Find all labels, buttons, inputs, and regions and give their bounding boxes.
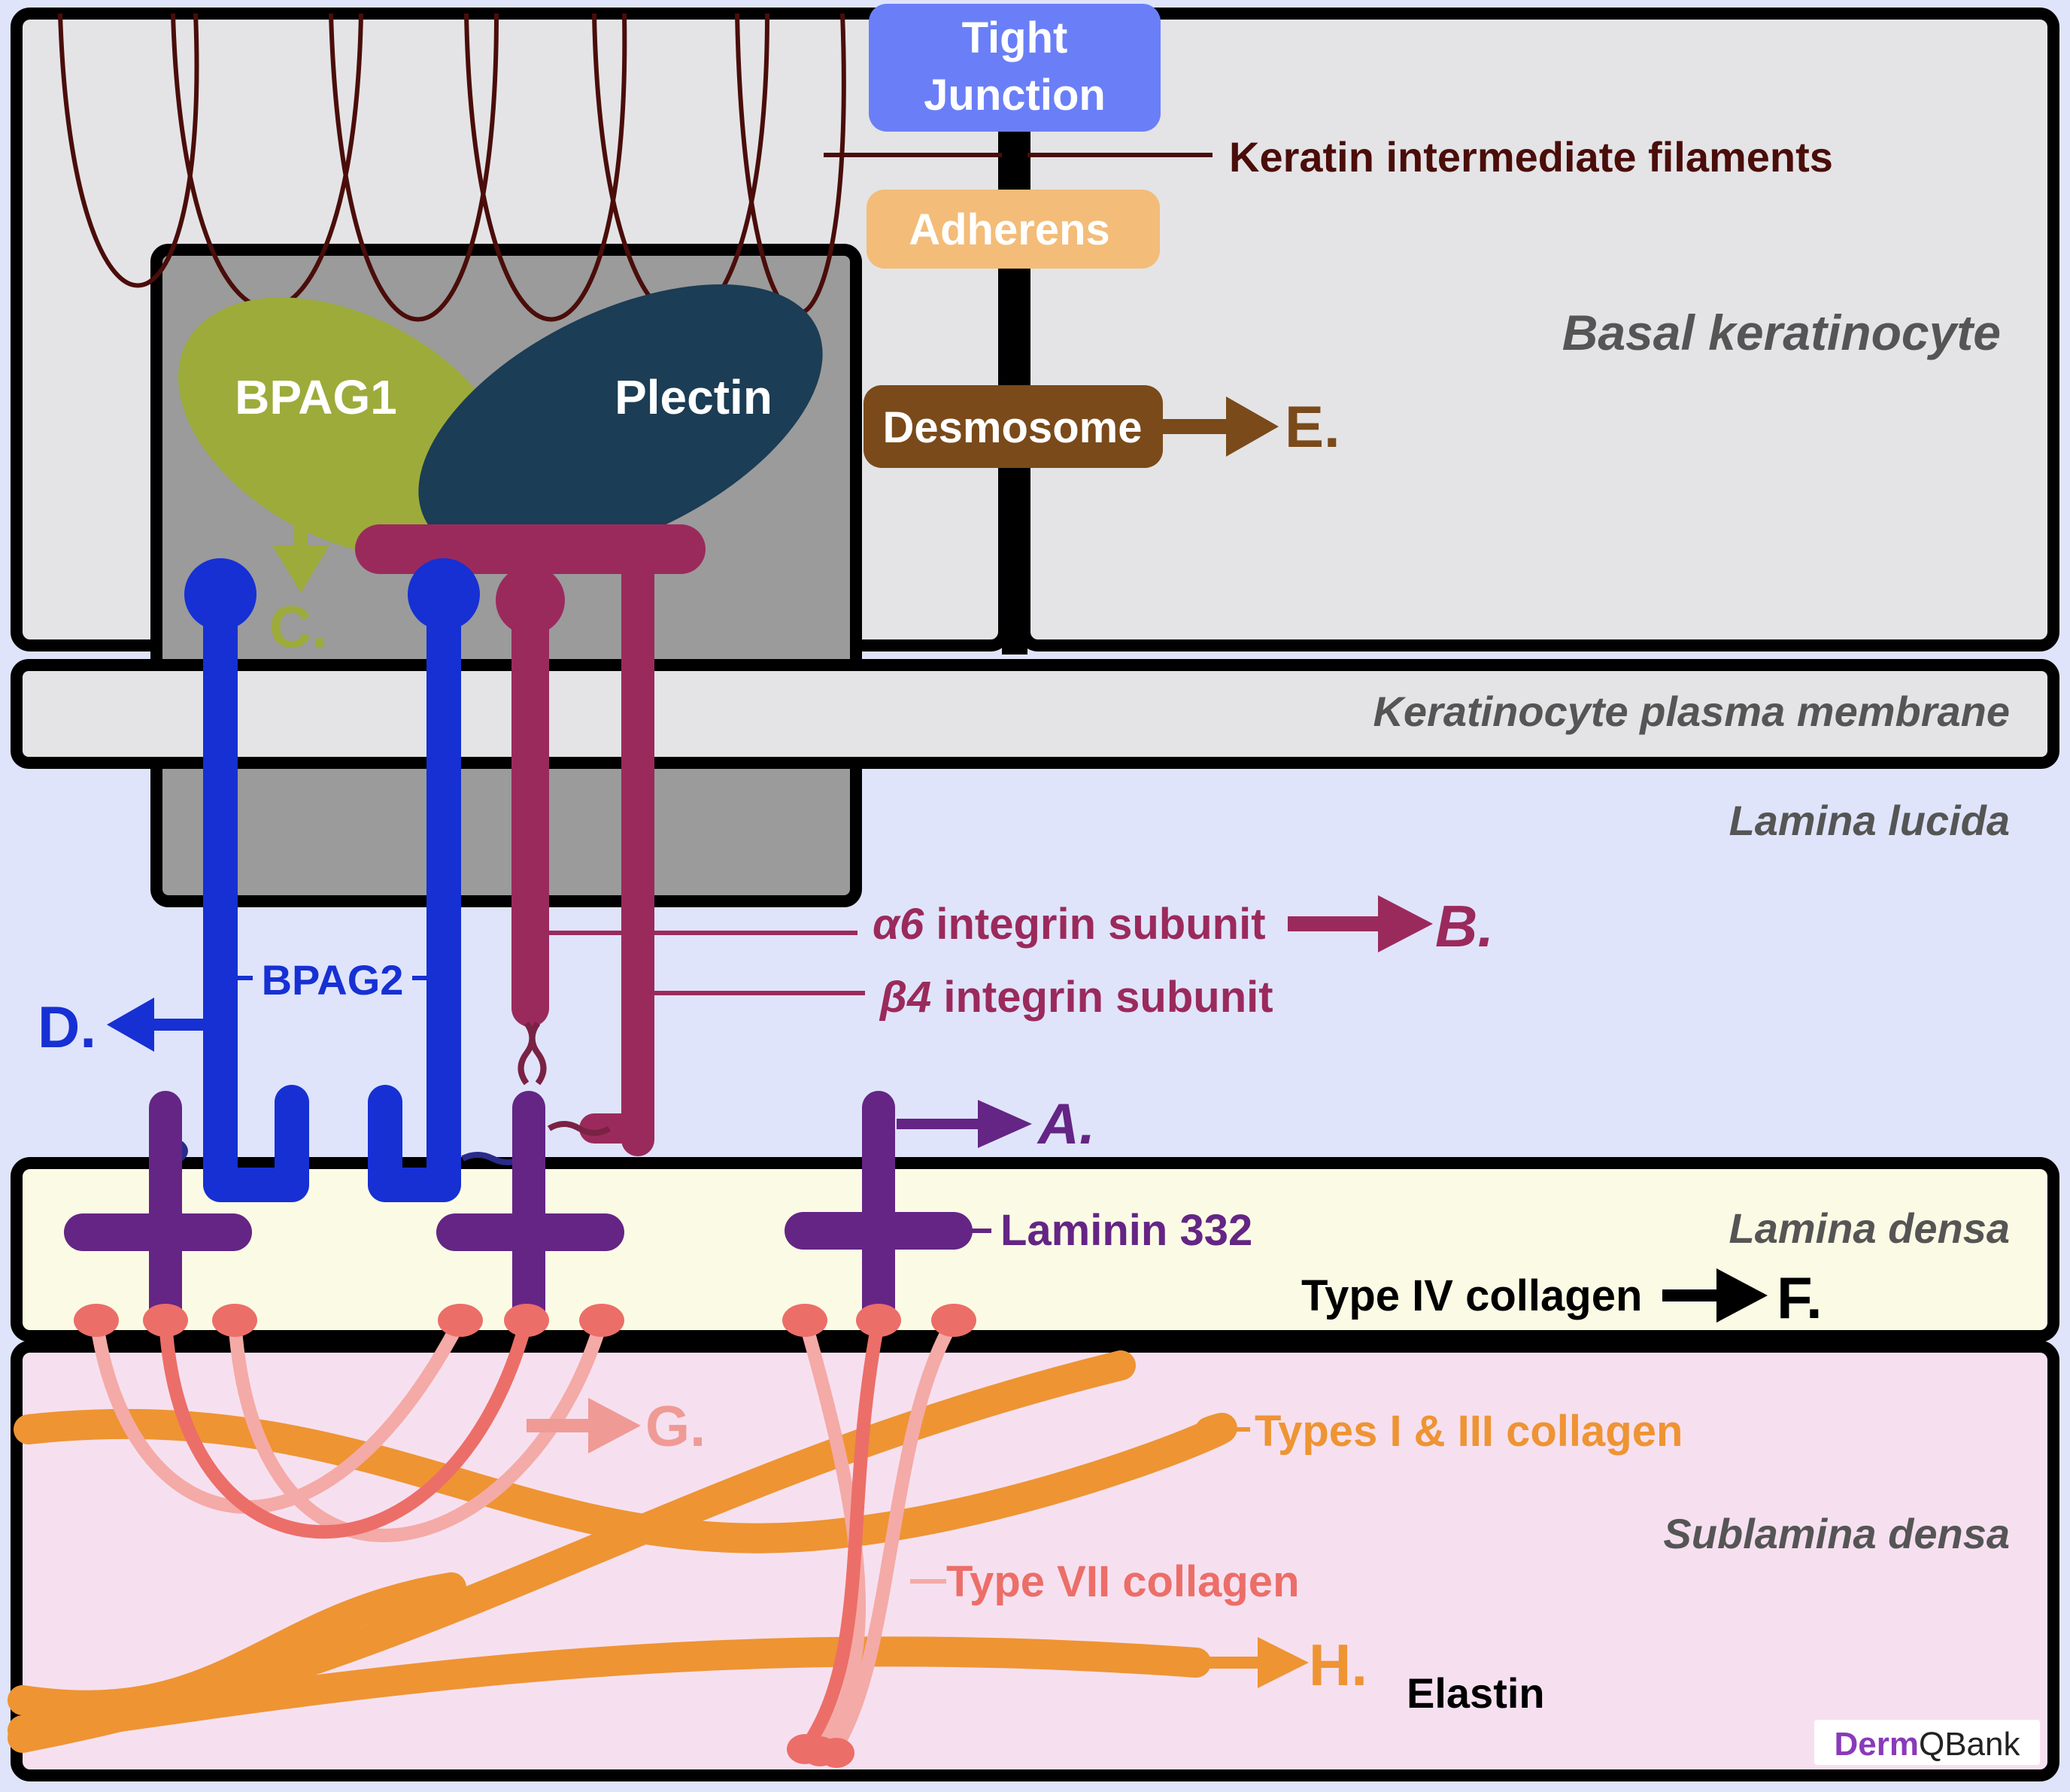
plectin-ellipse	[418, 284, 823, 562]
type-7-collagen-fibers	[90, 1314, 961, 1756]
desmosome-label: Desmosome	[883, 403, 1143, 452]
type-7-arrow-head	[588, 1398, 641, 1453]
laminin-arrow-head	[978, 1100, 1032, 1148]
bpag1-label: BPAG1	[235, 370, 397, 424]
plectin-label: Plectin	[615, 370, 772, 424]
beta4-text: integrin subunit	[931, 973, 1273, 1022]
alpha6-label: α6 integrin subunit	[873, 900, 1266, 949]
laminin-label: Laminin 332	[1000, 1206, 1252, 1255]
letter-a: A.	[1037, 1092, 1095, 1156]
desmosome-arrow-head	[1226, 396, 1279, 457]
keratin-label: Keratin intermediate filaments	[1229, 133, 1833, 181]
cell-junction-line	[1002, 45, 1027, 655]
letter-b: B.	[1435, 893, 1494, 959]
region-label-basal-keratinocyte: Basal keratinocyte	[1562, 305, 2001, 360]
bpag1-arrow-head	[272, 545, 329, 593]
tight-junction-box	[869, 4, 1161, 132]
region-label-lamina-densa: Lamina densa	[1729, 1204, 2010, 1252]
beta4-symbol: β4	[879, 973, 931, 1022]
region-label-lamina-lucida: Lamina lucida	[1729, 797, 2010, 844]
type-7-label: Type VII collagen	[946, 1557, 1300, 1606]
bpag2-head-left	[184, 558, 256, 630]
region-label-sublamina-densa: Sublamina densa	[1663, 1510, 2010, 1557]
bpag2-label: BPAG2	[262, 956, 404, 1004]
bpag2-label-bg	[241, 949, 421, 1007]
types-1-3-label: Types I & III collagen	[1255, 1407, 1683, 1456]
bpag2-head-right	[408, 558, 480, 630]
brand-logo: DermQBank	[1834, 1726, 2020, 1763]
brand-logo-bg	[1814, 1720, 2040, 1765]
alpha6-symbol: α6	[873, 900, 924, 949]
region-label-plasma-membrane: Keratinocyte plasma membrane	[1373, 688, 2010, 735]
integrin-arrow-head	[1378, 895, 1433, 952]
alpha6-text: integrin subunit	[924, 900, 1265, 949]
letter-f: F.	[1777, 1265, 1823, 1331]
brand-derm: Derm	[1834, 1726, 1919, 1763]
bpag2-arrow-head	[107, 998, 154, 1052]
letter-g: G.	[645, 1395, 706, 1459]
laminin-332	[64, 1091, 973, 1329]
collagen13-arrow-head	[1258, 1637, 1309, 1688]
integrin-beta4	[355, 524, 706, 1156]
tight-junction-label-line1: Tight	[962, 14, 1068, 62]
letter-e: E.	[1285, 393, 1340, 460]
type-4-label: Type IV collagen	[1301, 1271, 1642, 1320]
bpag2-structure	[203, 585, 461, 1202]
desmosome-box	[864, 385, 1163, 468]
type-7-anchors	[74, 1304, 976, 1768]
types-1-3-collagen-fibers	[8, 1350, 1237, 1753]
letter-d: D.	[38, 994, 96, 1060]
brand-qbank: QBank	[1919, 1726, 2021, 1763]
letter-c: C.	[269, 594, 328, 660]
adherens-label: Adherens	[909, 205, 1110, 254]
tight-junction-label-line2: Junction	[924, 71, 1106, 120]
type-4-arrow-head	[1716, 1268, 1768, 1323]
letter-h: H.	[1309, 1632, 1367, 1698]
integrin-alpha6	[496, 566, 612, 1136]
adherens-box	[867, 190, 1160, 269]
beta4-label: β4 integrin subunit	[879, 973, 1273, 1022]
elastin-label: Elastin	[1407, 1669, 1545, 1717]
